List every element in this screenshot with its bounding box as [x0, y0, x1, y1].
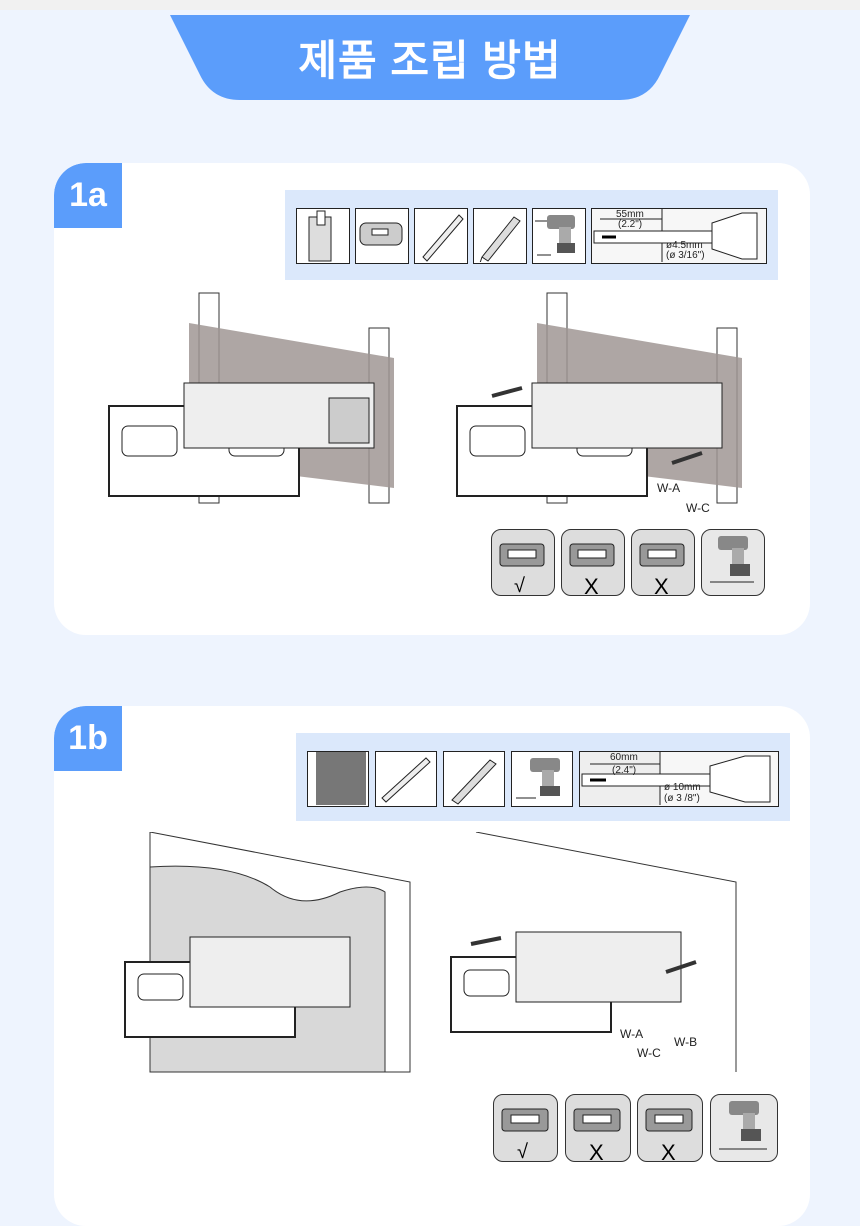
- drill-diameter-in: (ø 3 /8"): [664, 793, 700, 804]
- pencil-icon: [443, 751, 505, 807]
- svg-text:X: X: [661, 1140, 676, 1160]
- concrete-wall-mount-illustration: [124, 832, 411, 1073]
- drill-bit-diagram: 55mm (2.2") ø4.5mm (ø 3/16"): [591, 208, 767, 264]
- drill-icon: [701, 529, 765, 596]
- spirit-level-icon: [414, 208, 468, 264]
- page-title: 제품 조립 방법: [298, 37, 562, 84]
- svg-text:X: X: [584, 574, 599, 594]
- svg-text:X: X: [589, 1140, 604, 1160]
- pencil-icon: [473, 208, 527, 264]
- drill-icon: [511, 751, 573, 807]
- drill-depth-in: (2.2"): [618, 219, 643, 230]
- level-check-correct: √: [493, 1094, 558, 1162]
- svg-text:√: √: [517, 1141, 528, 1160]
- drill-diameter-mm: ø4.5mm: [666, 240, 703, 251]
- level-check-wrong: X: [637, 1094, 703, 1162]
- tools-strip: 55mm (2.2") ø4.5mm (ø 3/16"): [285, 190, 778, 280]
- concrete-wall-drilling-illustration: [450, 832, 737, 1072]
- step-badge: 1a: [54, 163, 122, 228]
- section-1b-card: 1b 60mm (2.4") ø 10mm (ø 3 /8") W-A W-C …: [54, 706, 810, 1226]
- step-badge: 1b: [54, 706, 122, 771]
- top-bar: [0, 0, 860, 10]
- section-1a-card: 1a 55mm (2.2") ø4.5mm (ø 3/16") W-A W-C …: [54, 163, 810, 635]
- screw-label-wa: W-A: [620, 1027, 644, 1041]
- drill-icon: [532, 208, 586, 264]
- spirit-level-icon: [375, 751, 437, 807]
- drill-depth-mm: 55mm: [616, 209, 644, 220]
- level-device-icon: [355, 208, 409, 264]
- tools-strip: 60mm (2.4") ø 10mm (ø 3 /8"): [296, 733, 790, 821]
- svg-text:√: √: [514, 575, 525, 594]
- level-check-wrong: X: [565, 1094, 631, 1162]
- drill-diameter-in: (ø 3/16"): [666, 250, 705, 261]
- title-tab: 제품 조립 방법: [170, 15, 690, 100]
- screw-label-wa: W-A: [657, 481, 681, 495]
- screw-label-wc: W-C: [637, 1046, 661, 1060]
- drill-depth-in: (2.4"): [612, 765, 637, 776]
- mount-drilling-illustration: [456, 292, 742, 504]
- concrete-wall-icon: [307, 751, 369, 807]
- drill-icon: [710, 1094, 778, 1162]
- level-check-wrong: X: [561, 529, 625, 596]
- svg-text:X: X: [654, 574, 669, 594]
- drill-diameter-mm: ø 10mm: [664, 782, 701, 793]
- stud-finder-tool-icon: [296, 208, 350, 264]
- drill-bit-diagram: 60mm (2.4") ø 10mm (ø 3 /8"): [579, 751, 779, 807]
- mount-on-studs-illustration: [108, 292, 394, 504]
- drill-depth-mm: 60mm: [610, 752, 638, 763]
- title-tab-shape: [170, 15, 690, 100]
- level-check-wrong: X: [631, 529, 695, 596]
- screw-label-wb: W-B: [674, 1035, 698, 1049]
- screw-label-wc: W-C: [686, 501, 710, 515]
- level-check-correct: √: [491, 529, 555, 596]
